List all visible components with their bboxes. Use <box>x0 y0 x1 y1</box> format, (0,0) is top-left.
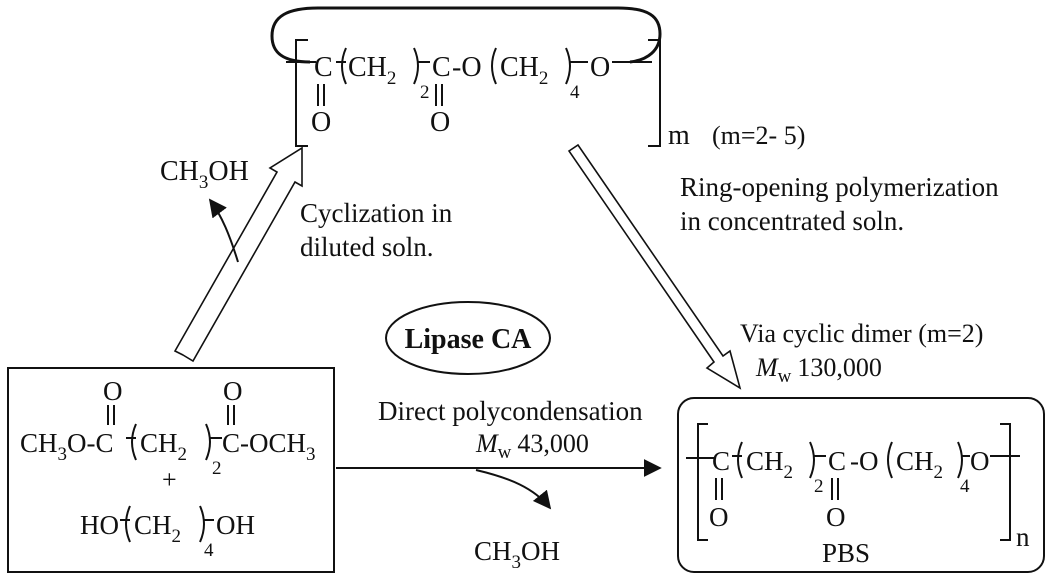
direct-label: Direct polycondensation <box>378 396 643 426</box>
pbs-right-bracket <box>1000 423 1011 541</box>
pbs-paren-close-1 <box>809 441 815 479</box>
pbs-methylene-2: CH2 <box>896 446 943 483</box>
dimethyl-ester-right: C-OCH3 <box>222 428 316 465</box>
carbonyl-carbon-1: C <box>314 52 333 83</box>
carbonyl-oxygen-2: O <box>430 107 450 138</box>
cyclization-label-1: Cyclization in <box>300 198 453 228</box>
methylene-1: CH2 <box>348 52 396 89</box>
diol-right: OH <box>216 510 255 540</box>
monomer-oxygen-1: O <box>103 376 123 406</box>
monomer-methylene: CH2 <box>140 428 187 465</box>
pbs-paren-open-1 <box>737 441 743 479</box>
paren-close-2 <box>565 47 571 85</box>
pbs-repeat-count-2: 4 <box>960 476 970 497</box>
paren-open-2 <box>491 47 497 85</box>
right-bracket <box>648 39 661 147</box>
carbonyl-oxygen-1: O <box>311 107 331 138</box>
ester-oxygen: -O <box>452 52 482 83</box>
carbonyl-carbon-2: C <box>432 52 451 83</box>
pbs-box <box>677 397 1045 573</box>
pbs-carbonyl-oxygen-2: O <box>826 502 846 532</box>
catalyst: Lipase CA <box>385 301 551 375</box>
repeat-subscript-m: m <box>668 120 690 151</box>
diol-left: HO <box>80 510 119 540</box>
catalyst-label: Lipase CA <box>405 324 533 355</box>
cyclization-step: CH3OH Cyclization in diluted soln. <box>160 146 453 363</box>
monomer-paren-open <box>131 423 137 461</box>
ether-oxygen: O <box>590 52 610 83</box>
pbs-paren-close-2 <box>957 441 963 479</box>
methanol-byproduct-top: CH3OH <box>160 156 249 193</box>
diol-methylene: CH2 <box>134 510 181 547</box>
monomer-repeat-2: 2 <box>212 458 222 479</box>
monomer-oxygen-2: O <box>223 376 243 406</box>
cyclic-oligomer: C O CH2 2 C O -O CH2 4 O m (m=2- 5) <box>270 6 805 151</box>
left-bracket <box>295 39 308 147</box>
methanol-release-arrow-bottom <box>475 469 552 510</box>
plus-sign: + <box>162 465 177 494</box>
pbs-ester-oxygen: -O <box>850 446 879 476</box>
methanol-release-arrow-top <box>208 198 239 263</box>
ring-opening-arrow <box>567 143 742 390</box>
ring-opening-label-2: in concentrated soln. <box>680 206 904 236</box>
pbs-carbonyl-oxygen-1: O <box>709 502 729 532</box>
monomer-paren-close <box>205 423 211 461</box>
catalyst-ellipse <box>385 301 551 375</box>
oligomer-range: (m=2- 5) <box>712 121 805 150</box>
repeat-count-2: 4 <box>570 82 580 103</box>
pbs-carbonyl-carbon-1: C <box>712 446 730 476</box>
diol-paren-open <box>125 505 131 543</box>
pbs-repeat-count-1: 2 <box>814 476 824 497</box>
pbs-ether-oxygen: O <box>970 446 990 476</box>
methylene-2: CH2 <box>500 52 548 89</box>
pbs-product: C O CH2 2 C O -O CH2 4 O n PBS <box>677 397 1045 573</box>
cyclization-label-2: diluted soln. <box>300 232 434 262</box>
paren-open-1 <box>341 47 347 85</box>
pbs-repeat-subscript-n: n <box>1016 522 1030 552</box>
diol-repeat-4: 4 <box>204 540 214 561</box>
dimethyl-ester-left: CH3O-C <box>20 428 114 465</box>
pbs-carbonyl-carbon-2: C <box>828 446 846 476</box>
diol-paren-close <box>199 505 205 543</box>
pbs-name: PBS <box>822 538 870 568</box>
cyclic-dimer-label: Via cyclic dimer (m=2) <box>740 319 983 348</box>
pbs-methylene-1: CH2 <box>746 446 793 483</box>
repeat-count-1: 2 <box>420 82 430 103</box>
methanol-byproduct-bottom: CH3OH <box>474 536 560 573</box>
monomers: O O CH3O-C CH2 2 C-OCH3 + HO CH2 4 OH <box>7 367 335 573</box>
ring-opening-label-1: Ring-opening polymerization <box>680 172 999 202</box>
ring-closure-loop <box>270 6 662 64</box>
pbs-left-bracket <box>697 423 708 541</box>
paren-close-1 <box>413 47 419 85</box>
monomers-box <box>7 367 335 573</box>
ring-opening-step: Ring-opening polymerization in concentra… <box>567 143 999 390</box>
cyclization-arrow <box>173 146 303 363</box>
pbs-paren-open-2 <box>887 441 893 479</box>
